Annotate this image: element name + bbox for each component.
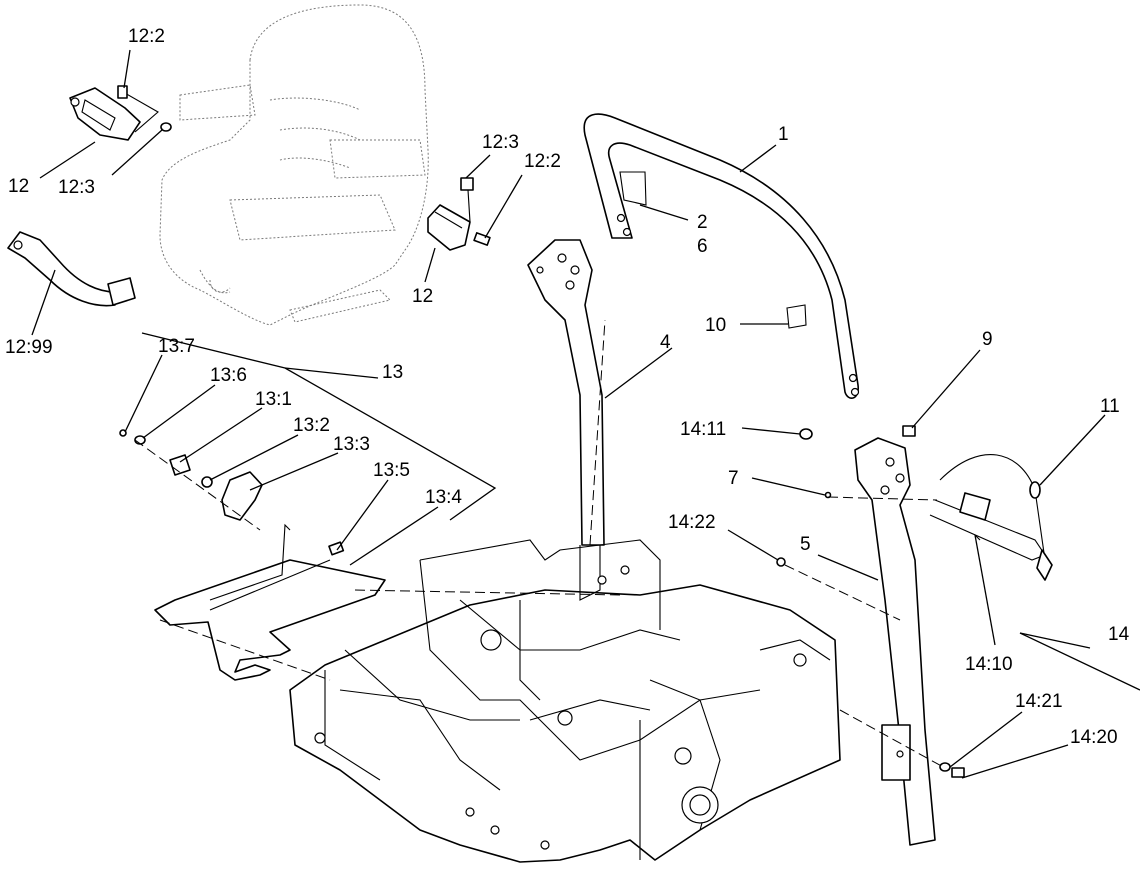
- callout-4: 4: [660, 332, 671, 353]
- seat-belt-buckle-left: [69, 85, 172, 141]
- callout-13-4: 13:4: [425, 487, 462, 508]
- callout-14-22: 14:22: [668, 512, 716, 533]
- callout-13-7: 13:7: [158, 336, 195, 357]
- roll-bar-upper: [583, 113, 860, 399]
- callout-13-2: 13:2: [293, 415, 330, 436]
- seat-mount-bracket: [119, 429, 386, 681]
- callout-12-2-mid: 12:2: [524, 151, 561, 172]
- callout-6: 6: [697, 236, 708, 257]
- hitch-pin-and-lanyard: [776, 425, 1053, 778]
- roll-bar-left-upright: [527, 239, 605, 546]
- callout-14-10: 14:10: [965, 654, 1013, 675]
- callout-12-3-mid: 12:3: [482, 132, 519, 153]
- seat-belt-strap: [7, 231, 136, 307]
- callout-12-99: 12:99: [5, 337, 53, 358]
- callout-13-5: 13:5: [373, 460, 410, 481]
- callout-13-1: 13:1: [255, 389, 292, 410]
- callout-1: 1: [778, 124, 789, 145]
- callout-11: 11: [1100, 396, 1120, 417]
- callout-13-3: 13:3: [333, 434, 370, 455]
- seat-belt-buckle-right: [427, 177, 491, 251]
- callout-14: 14: [1108, 624, 1130, 645]
- callout-12-left: 12: [8, 176, 29, 197]
- frame-chassis: [289, 539, 841, 863]
- callout-12-2-top: 12:2: [128, 26, 165, 47]
- callout-2: 2: [697, 212, 708, 233]
- callout-14-11: 14:11: [680, 419, 726, 440]
- roll-bar-right-upright: [854, 437, 936, 846]
- callout-12-mid: 12: [412, 286, 433, 307]
- callout-14-20: 14:20: [1070, 727, 1118, 748]
- callout-9: 9: [982, 329, 993, 350]
- callout-14-21: 14:21: [1015, 691, 1063, 712]
- callout-12-3-left: 12:3: [58, 177, 95, 198]
- callout-7: 7: [728, 468, 739, 489]
- callout-5: 5: [800, 534, 811, 555]
- alignment-lines: [134, 319, 946, 769]
- callout-13-6: 13:6: [210, 365, 247, 386]
- callout-10: 10: [705, 315, 726, 336]
- seat-ghost-outline: [159, 4, 429, 326]
- callout-13: 13: [382, 362, 403, 383]
- callout-labels: 12:2 12 12:3 12:99 12:3 12:2 12 1 2 6 10…: [5, 26, 1130, 748]
- leader-lines: [31, 49, 1140, 779]
